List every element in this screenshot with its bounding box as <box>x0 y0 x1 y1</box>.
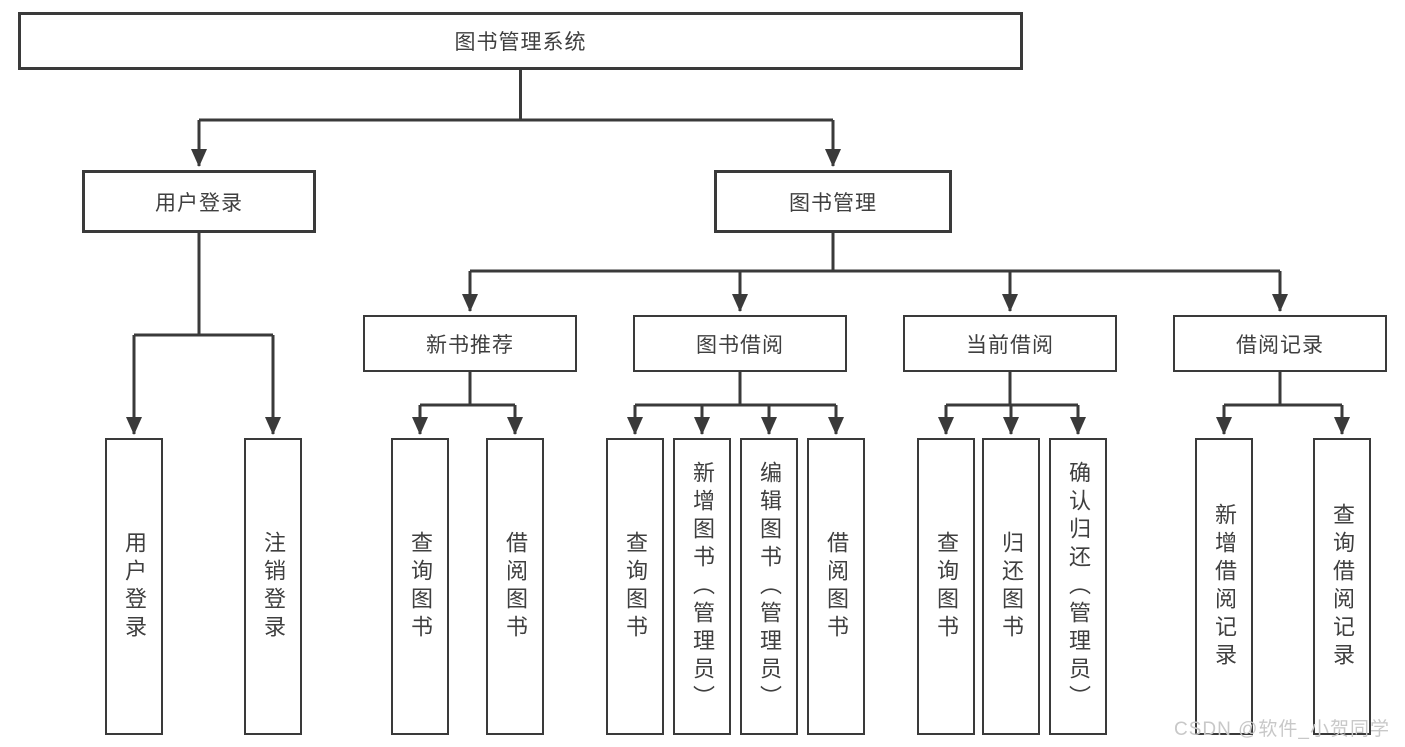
leaf-add-book-admin: 新增图书（管理员） <box>673 438 731 735</box>
leaf-query-books-borrowing: 查询图书 <box>606 438 664 735</box>
node-label: 当前借阅 <box>966 333 1054 357</box>
node-label: 查询图书 <box>623 530 648 643</box>
node-label: 图书借阅 <box>696 333 784 357</box>
node-new-book-recommend: 新书推荐 <box>363 315 577 372</box>
node-label: 确认归还（管理员） <box>1066 460 1091 713</box>
leaf-user-login: 用户登录 <box>105 438 163 735</box>
node-user-login: 用户登录 <box>82 170 316 233</box>
leaf-query-borrow-record: 查询借阅记录 <box>1313 438 1371 735</box>
node-book-management: 图书管理 <box>714 170 952 233</box>
node-label: 借阅图书 <box>824 530 849 643</box>
node-label: 新书推荐 <box>426 333 514 357</box>
node-current-borrowing: 当前借阅 <box>903 315 1117 372</box>
node-label: 查询图书 <box>408 530 433 643</box>
node-label: 新增图书（管理员） <box>690 460 715 713</box>
node-borrowing-records: 借阅记录 <box>1173 315 1387 372</box>
node-label: 用户登录 <box>122 530 147 643</box>
node-label: 查询图书 <box>934 530 959 643</box>
node-label: 图书管理系统 <box>454 31 587 54</box>
node-label: 查询借阅记录 <box>1330 502 1355 671</box>
leaf-confirm-return-admin: 确认归还（管理员） <box>1049 438 1107 735</box>
node-label: 借阅图书 <box>503 530 528 643</box>
node-book-borrowing: 图书借阅 <box>633 315 847 372</box>
leaf-logout: 注销登录 <box>244 438 302 735</box>
leaf-query-books-current: 查询图书 <box>917 438 975 735</box>
node-label: 用户登录 <box>155 191 243 215</box>
leaf-return-book: 归还图书 <box>982 438 1040 735</box>
node-library-management-system: 图书管理系统 <box>18 12 1023 70</box>
node-label: 图书管理 <box>789 191 877 215</box>
leaf-add-borrow-record: 新增借阅记录 <box>1195 438 1253 735</box>
node-label: 编辑图书（管理员） <box>757 460 782 713</box>
leaf-borrow-books-recommend: 借阅图书 <box>486 438 544 735</box>
node-label: 归还图书 <box>999 530 1024 643</box>
leaf-edit-book-admin: 编辑图书（管理员） <box>740 438 798 735</box>
node-label: 注销登录 <box>261 530 286 643</box>
leaf-query-books-recommend: 查询图书 <box>391 438 449 735</box>
node-label: 借阅记录 <box>1236 333 1324 357</box>
node-label: 新增借阅记录 <box>1212 502 1237 671</box>
leaf-borrow-books: 借阅图书 <box>807 438 865 735</box>
